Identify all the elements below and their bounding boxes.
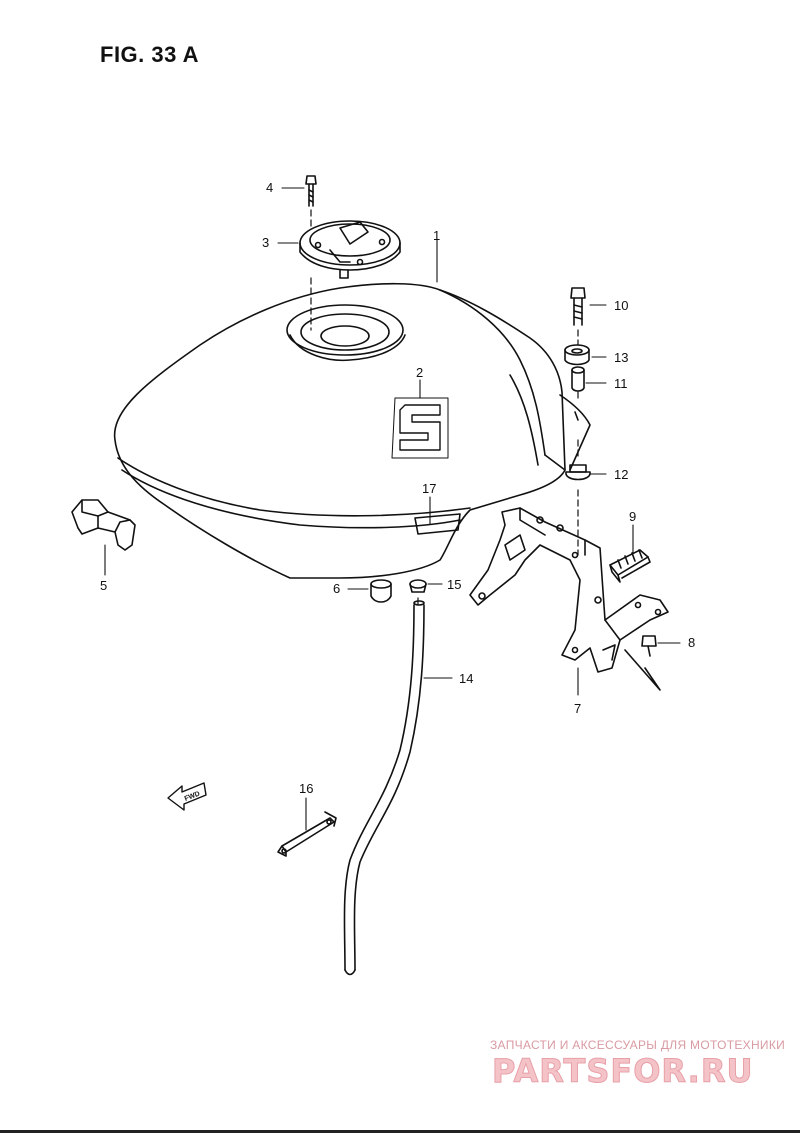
cushion-13: [564, 344, 590, 366]
callout-10: 10: [614, 298, 628, 313]
hose-clamp: [277, 811, 337, 857]
clip-15: [409, 579, 427, 593]
callout-9: 9: [629, 509, 636, 524]
callout-2: 2: [416, 365, 423, 380]
bottom-frame-line: [0, 1130, 800, 1133]
callout-8: 8: [688, 635, 695, 650]
callout-labels: 1 2 3 4 5 6 7 8 9 10 11 12 13 14 15 16 1…: [100, 180, 695, 803]
callout-1: 1: [433, 228, 440, 243]
bolt-10: [570, 287, 586, 326]
callout-15: 15: [447, 577, 461, 592]
callout-17: 17: [422, 481, 436, 496]
side-bracket: [71, 499, 136, 551]
callout-5: 5: [100, 578, 107, 593]
callout-14: 14: [459, 671, 473, 686]
cap-bolt: [305, 175, 317, 207]
leader-lines: [104, 187, 681, 831]
tank-bracket: [469, 507, 669, 691]
bracket-bolt: [641, 635, 657, 657]
callout-7: 7: [574, 701, 581, 716]
callout-16: 16: [299, 781, 313, 796]
spacer-11: [571, 366, 585, 392]
fuel-tank: [113, 282, 591, 579]
cap-6: [370, 579, 392, 603]
fuel-cap: [299, 220, 401, 279]
breather-hose: [343, 600, 425, 976]
watermark-logo: PARTSFOR.RU: [491, 1052, 754, 1091]
tank-badge-letter: S: [420, 445, 421, 447]
callout-6: 6: [333, 581, 340, 596]
callout-13: 13: [614, 350, 628, 365]
watermark-tagline: ЗАПЧАСТИ И АКСЕССУАРЫ ДЛЯ МОТОТЕХНИКИ: [490, 1038, 786, 1052]
callout-3: 3: [262, 235, 269, 250]
forward-arrow: [167, 782, 207, 811]
figure-title: FIG. 33 A: [100, 42, 200, 67]
cushion-12: [565, 464, 591, 481]
callout-4: 4: [266, 180, 273, 195]
callout-11: 11: [614, 376, 628, 391]
bracket-cushion: [609, 549, 651, 583]
tank-label: [414, 513, 461, 535]
callout-12: 12: [614, 467, 628, 482]
